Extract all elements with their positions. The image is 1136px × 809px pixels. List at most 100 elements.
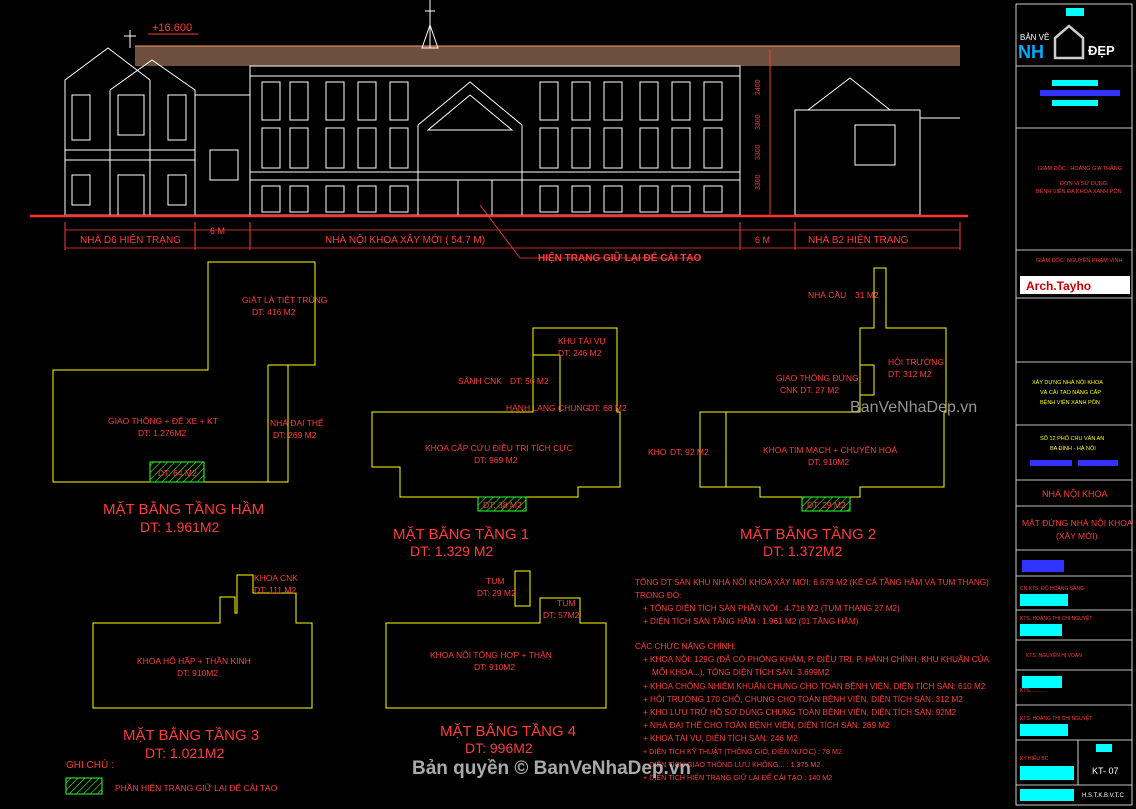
legend-item: PHẦN HIỆN TRẠNG GIỮ LẠI ĐỂ CẢI TẠO — [115, 782, 278, 793]
summary-line: + DIỆN TÍCH SÀN TẦNG HẦM : 1.961 M2 (01 … — [643, 616, 859, 626]
facade-window — [389, 127, 409, 169]
zone-left: NHÀ D6 HIỆN TRẠNG — [80, 233, 181, 246]
level-mark: +16.600 — [152, 22, 192, 34]
plan-floor4-title: MẶT BẰNG TẦNG 4 — [440, 722, 576, 740]
facade-window — [389, 185, 409, 213]
room-f3-1-name: KHOA HÔ HẤP + THẦN KINH — [137, 656, 251, 666]
facade-window — [261, 81, 281, 121]
house-icon — [1053, 24, 1085, 60]
facade-window — [261, 185, 281, 213]
room-f1-1-name: SẢNH CNK — [458, 375, 502, 386]
facade-window — [703, 127, 723, 169]
summary-line: + NHÀ ĐẠI THỂ CHO TOÀN BỆNH VIỆN, DIỆN T… — [643, 719, 890, 730]
facade-window — [289, 81, 309, 121]
room-b0-area: DT: 416 M2 — [252, 307, 296, 317]
room-f3-0-name: KHOA CNK — [254, 573, 298, 583]
logo-mid-text: NH — [1018, 42, 1044, 62]
facade-window — [261, 127, 281, 169]
facade-window — [571, 185, 591, 213]
room-f2-4-area: DT: 910M2 — [808, 457, 849, 467]
legend-title: GHI CHÚ : — [66, 758, 114, 771]
facade-window — [325, 81, 345, 121]
summary-line: CÁC CHỨC NĂNG CHÍNH: — [635, 641, 736, 651]
zone-right: NHÀ B2 HIỆN TRẠNG — [808, 233, 909, 246]
watermark-site: BanVeNhaDep.vn — [850, 399, 977, 416]
room-f2-0-area: 31 M2 — [855, 290, 879, 300]
title-bar — [1040, 90, 1120, 96]
tb-footer: H.S.T.K.B.V.T.C — [1082, 793, 1124, 799]
summary-line: + DIỆN TÍCH KỸ THUẬT (THÔNG GIÓ, ĐIỆN NƯ… — [643, 747, 842, 756]
tb-company: Arch.Tayho — [1026, 279, 1091, 293]
tb-building: NHÀ NỘI KHOA — [1042, 489, 1108, 499]
title-block — [1015, 3, 1133, 806]
tb-drawing-1: MẶT ĐỨNG NHÀ NỘI KHOA — [1022, 518, 1133, 528]
facade-window — [671, 127, 691, 169]
room-f4-0-name: TUM — [486, 576, 504, 586]
plan-floor2: NHÀ CẦU 31 M2 HỘI TRƯỜNG DT: 312 M2 GIAO… — [648, 267, 947, 559]
summary-line: + DIỆN TÍCH GIAO THÔNG LƯU KHÔNG... : 1.… — [643, 760, 820, 769]
tb-role-2: KTS. HOÀNG THỊ CHI NGUYỆT — [1020, 614, 1092, 622]
watermark-copyright: Bản quyền © BanVeNhaDep.vn — [412, 758, 691, 779]
facade-window — [571, 81, 591, 121]
room-b1-name: GIAO THÔNG + ĐỂ XE + KT — [108, 415, 218, 426]
facade-window — [603, 81, 623, 121]
facade-window — [639, 127, 659, 169]
tb-role-5: KTS. HOÀNG THỊ CHI NGUYỆT — [1020, 714, 1092, 722]
plan-basement: GIẶT LÀ TIỆT TRÙNG DT: 416 M2 GIAO THÔNG… — [52, 261, 327, 535]
elevation-note: HIỆN TRẠNG GIỮ LẠI ĐỂ CẢI TẠO — [538, 251, 702, 264]
facade-window — [539, 81, 559, 121]
dim-2: 3300 — [755, 114, 762, 130]
facade-window — [289, 185, 309, 213]
plan-floor1: KHU TÀI VỤ DT: 246 M2 SẢNH CNK DT: 56 M2… — [371, 327, 627, 559]
facade-window — [671, 81, 691, 121]
zone-main: NHÀ NỘI KHOA XÂY MỚI ( 54.7 M) — [325, 233, 485, 246]
summary-line: + TỔNG DIỆN TÍCH SÀN PHẦN NỔI : 4.718 M2… — [643, 602, 900, 613]
tb-client-label: ĐƠN VỊ SỬ DỤNG: — [1060, 180, 1109, 187]
summary-line: + KHO LƯU TRỮ HỒ SƠ DÙNG CHUNG TOÀN BỆNH… — [643, 706, 957, 717]
tb-project-2: VÀ CẢI TẠO NÂNG CẤP — [1040, 389, 1101, 396]
facade-window — [603, 127, 623, 169]
building-b2 — [794, 77, 960, 216]
room-f2-1-name: HỘI TRƯỜNG — [888, 357, 944, 367]
room-f2-4-name: KHOA TIM MẠCH + CHUYỂN HOÁ — [763, 444, 898, 455]
building-noi-khoa — [249, 0, 741, 216]
plan-floor2-title: MẶT BẰNG TẦNG 2 — [740, 525, 876, 543]
room-b0-name: GIẶT LÀ TIỆT TRÙNG — [242, 295, 327, 305]
tb-address-2: BA ĐÌNH - HÀ NỘI — [1050, 445, 1096, 452]
room-f1-1-area: DT: 56 M2 — [510, 376, 549, 386]
facade-window — [603, 185, 623, 213]
dim-3: 3300 — [755, 144, 762, 160]
summary-text: TỔNG DT SÀN KHU NHÀ NỘI KHOA XÂY MỚI: 6.… — [635, 576, 990, 782]
room-f1-4-area: DT: 38 M2 — [483, 500, 522, 510]
summary-line: TRONG ĐÓ: — [635, 590, 681, 600]
tb-role-4: KTS. ........... — [1020, 688, 1048, 694]
room-b1-area: DT: 1.276M2 — [138, 428, 186, 438]
room-f2-2-name: GIAO THÔNG ĐỨNG — [776, 373, 859, 383]
title-bar — [1052, 80, 1098, 86]
plan-floor4: TUM DT: 29 M2 TUM DT: 57M2 KHOA NỘI TỔNG… — [385, 570, 607, 756]
summary-line: + DIỆN TÍCH HIỆN TRẠNG GIỮ LẠI ĐỂ CẢI TẠ… — [643, 773, 832, 782]
facade-window — [639, 81, 659, 121]
summary-line: MỖI KHOA...), TỔNG DIỆN TÍCH SÀN: 3.699M… — [652, 666, 830, 677]
facade-window — [571, 127, 591, 169]
room-b3-area: DT: 64 M2 — [158, 468, 197, 478]
hatch-floor2 — [801, 496, 851, 512]
hatch-floor1 — [477, 496, 527, 512]
summary-line: + KHOA CHỐNG NHIỄM KHUẨN CHUNG CHO TOÀN … — [643, 680, 986, 691]
facade-window — [539, 185, 559, 213]
room-f4-0-area: DT: 29 M2 — [477, 588, 516, 598]
plan-floor3: KHOA CNK DT: 111 M2 KHOA HÔ HẤP + THẦN K… — [92, 573, 313, 761]
room-f1-0-name: KHU TÀI VỤ — [558, 336, 606, 346]
tb-drawing-2: (XÂY MỚI) — [1056, 531, 1098, 541]
room-f3-0-area: DT: 111 M2 — [254, 585, 296, 595]
tb-sheet: KT- 07 — [1092, 766, 1119, 776]
tb-sheet-label: KÝ HIỆU BC — [1020, 754, 1049, 762]
room-f3-1-area: DT: 910M2 — [177, 668, 218, 678]
plan-floor3-area: DT: 1.021M2 — [145, 745, 225, 761]
facade-window — [357, 81, 377, 121]
legend-swatch — [65, 777, 103, 795]
room-f1-3-name: KHOA CẤP CỨU ĐIỀU TRỊ TÍCH CỰC — [425, 443, 573, 453]
plan-basement-area: DT: 1.961M2 — [140, 519, 220, 535]
facade-window — [639, 185, 659, 213]
facade-window — [357, 185, 377, 213]
